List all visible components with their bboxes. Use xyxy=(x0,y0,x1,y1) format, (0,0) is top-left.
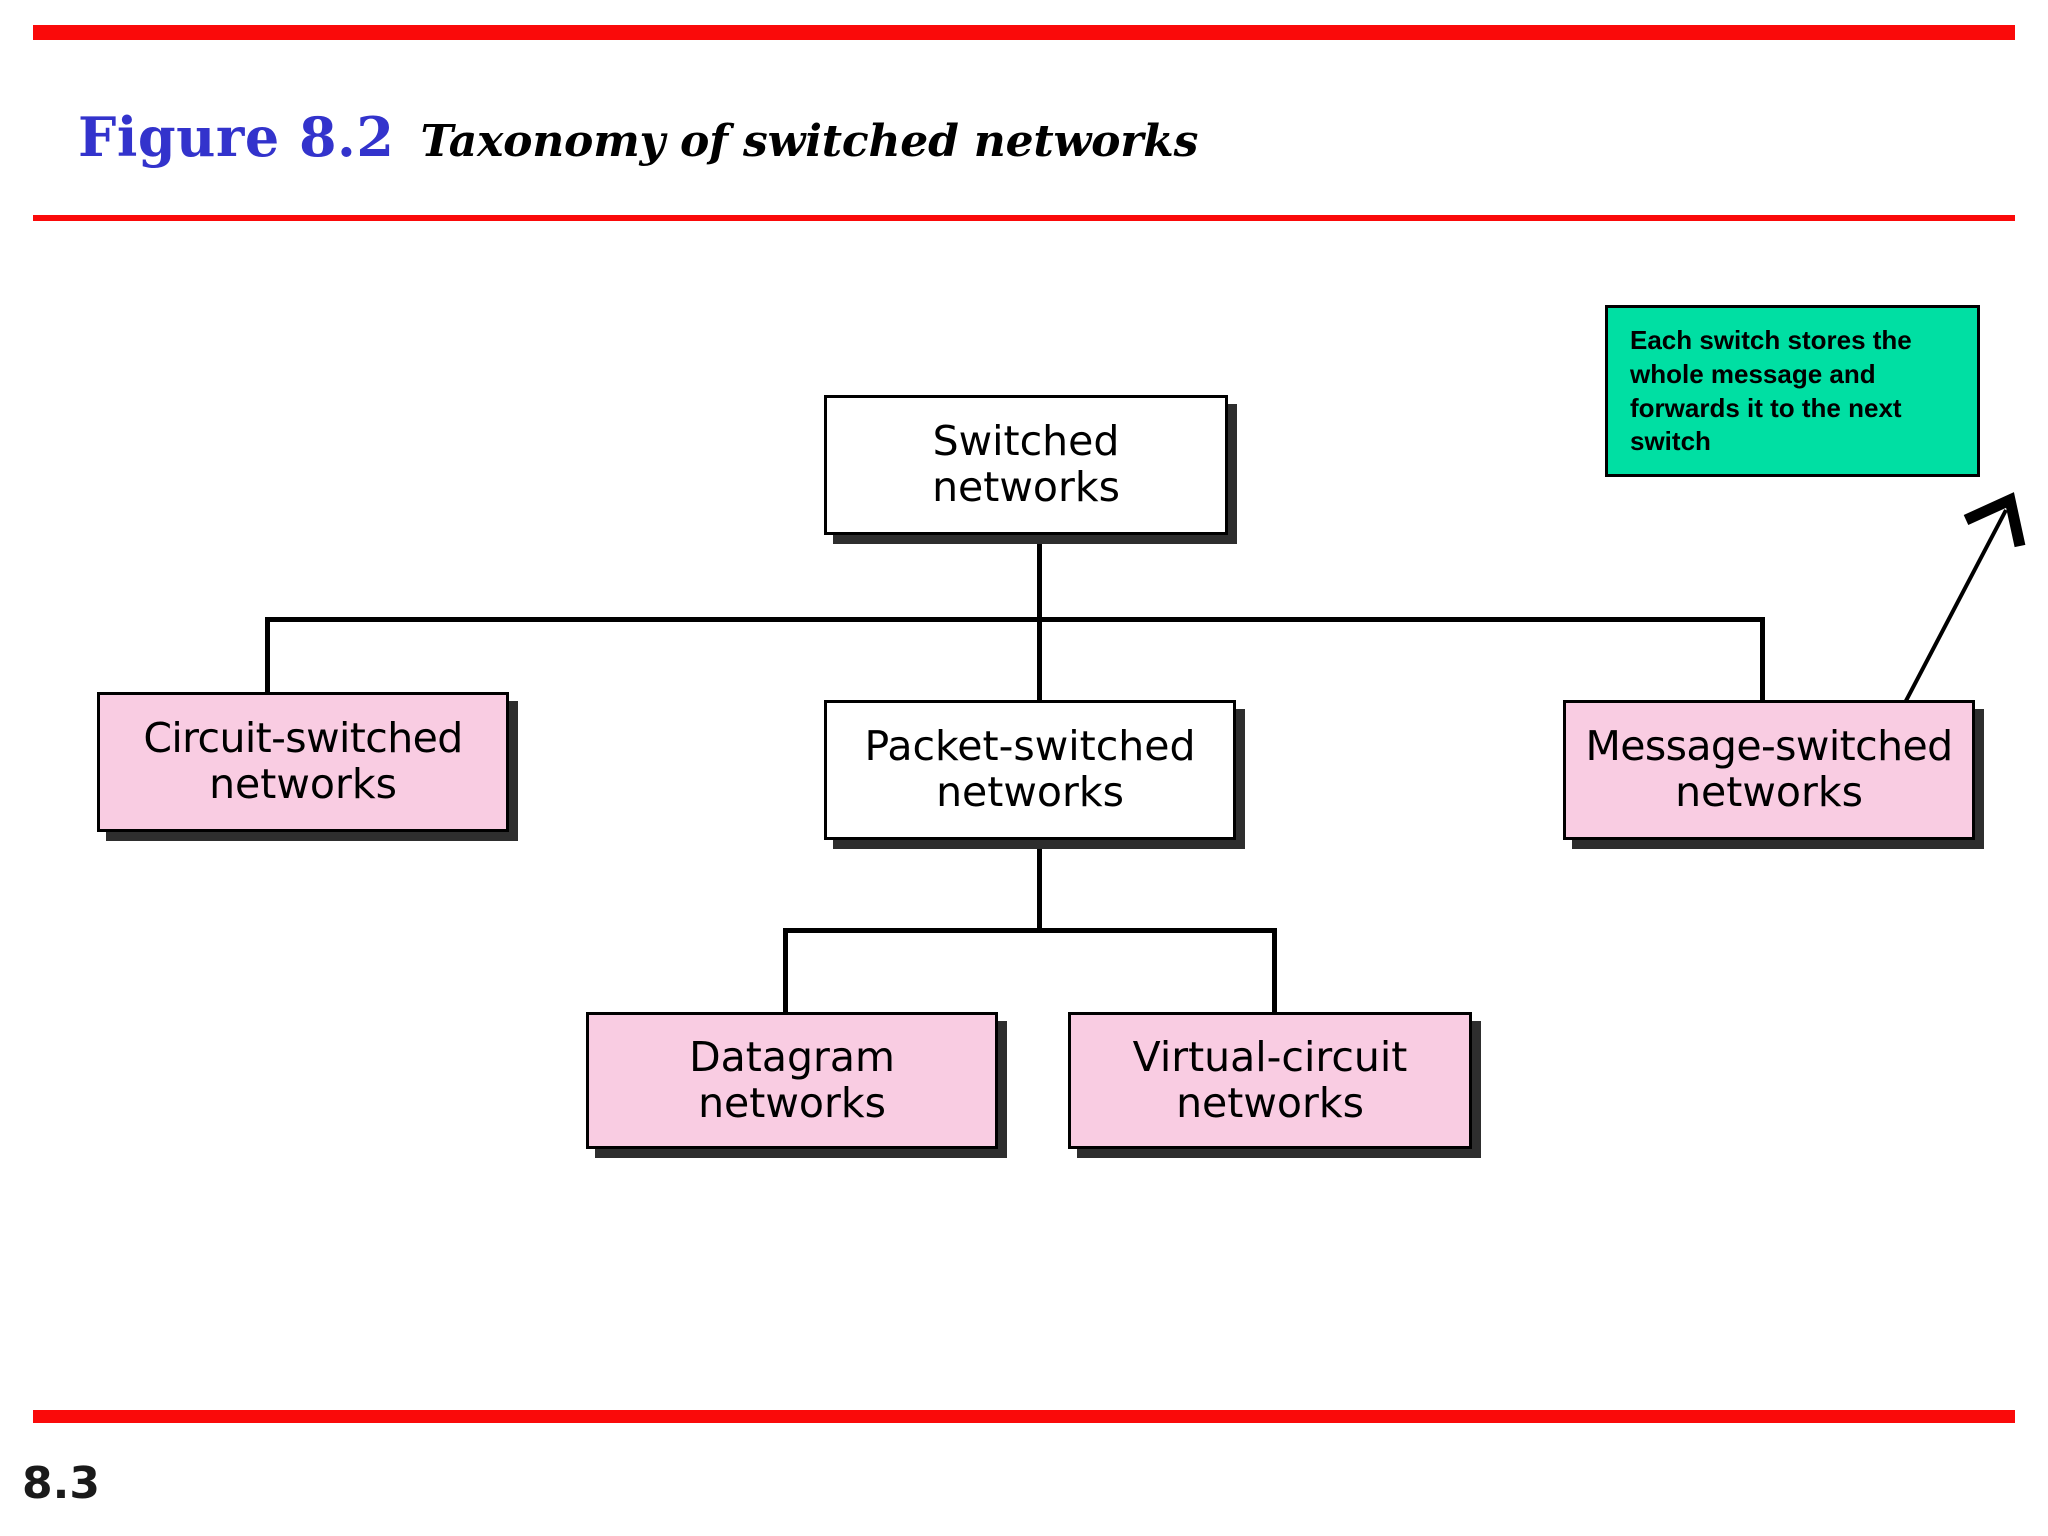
node-virtual-circuit-networks[interactable]: Virtual-circuit networks xyxy=(1068,1012,1472,1149)
note-store-and-forward: Each switch stores the whole message and… xyxy=(1605,305,1980,477)
connector-level2-bus xyxy=(783,928,1277,933)
connector-drop-message xyxy=(1760,617,1765,703)
node-label-line1: Message-switched xyxy=(1585,722,1953,771)
node-label-line1: Datagram xyxy=(689,1032,895,1081)
bottom-rule xyxy=(33,1410,2015,1423)
connector-level1-bus xyxy=(265,617,1765,622)
page-title: Figure 8.2 Taxonomy of switched networks xyxy=(78,105,1198,169)
connector-drop-circuit xyxy=(265,617,270,696)
node-switched-networks[interactable]: Switched networks xyxy=(824,395,1228,535)
node-label-line2: networks xyxy=(1675,768,1863,816)
connector-drop-datagram xyxy=(783,928,788,1016)
node-label-line1: Virtual-circuit xyxy=(1132,1032,1408,1081)
page-number: 8.3 xyxy=(22,1458,100,1509)
figure-label: Figure 8.2 xyxy=(78,105,395,169)
node-label-line1: Switched xyxy=(932,417,1120,466)
node-label-line2: networks xyxy=(936,768,1124,816)
connector-drop-virtual xyxy=(1272,928,1277,1016)
node-label-line2: networks xyxy=(1176,1078,1364,1127)
node-packet-switched-networks[interactable]: Packet-switched networks xyxy=(824,700,1236,840)
node-label-line1: Packet-switched xyxy=(864,722,1196,771)
connector-drop-packet xyxy=(1037,617,1042,703)
connector-root-stem xyxy=(1037,535,1042,621)
node-message-switched-networks[interactable]: Message-switched networks xyxy=(1563,700,1975,840)
node-label-line2: networks xyxy=(932,463,1120,511)
node-label-line2: networks xyxy=(209,760,397,808)
title-underline-rule xyxy=(33,215,2015,221)
node-label-line1: Circuit-switched xyxy=(143,714,463,763)
node-label-line2: networks xyxy=(698,1078,886,1127)
node-datagram-networks[interactable]: Datagram networks xyxy=(586,1012,998,1149)
figure-caption: Taxonomy of switched networks xyxy=(420,116,1199,167)
connector-packet-stem xyxy=(1037,840,1042,930)
note-pointer-arrow-icon xyxy=(1896,492,2026,717)
top-rule xyxy=(33,25,2015,40)
node-circuit-switched-networks[interactable]: Circuit-switched networks xyxy=(97,692,509,832)
